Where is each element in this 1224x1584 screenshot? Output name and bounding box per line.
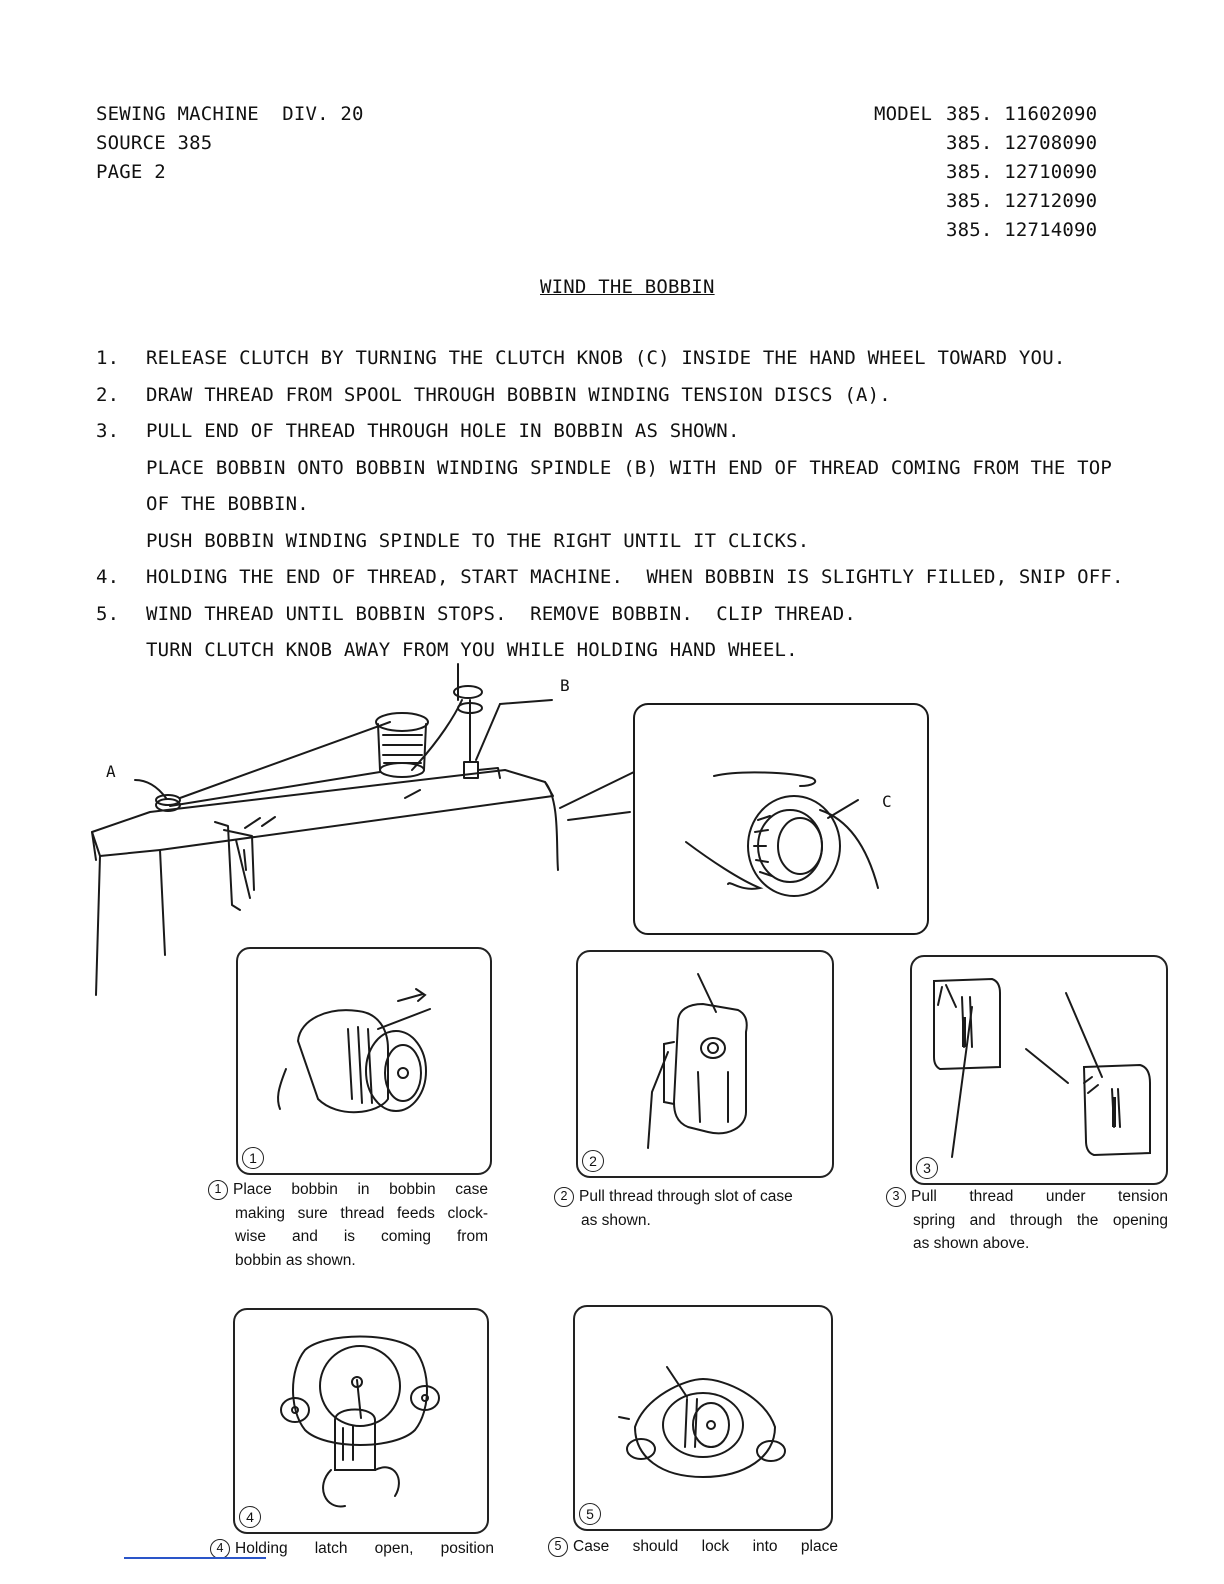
step-text: RELEASE CLUTCH BY TURNING THE CLUTCH KNO… — [146, 347, 1066, 370]
step-number: 5. — [96, 602, 120, 625]
model-number: 385. 12708090 — [946, 132, 1098, 154]
label-c: C — [882, 792, 892, 811]
step-text: OF THE BOBBIN. — [146, 493, 309, 516]
page-underline-mark — [124, 1557, 266, 1559]
step-number: 2. — [96, 383, 120, 406]
header-page: PAGE 2 — [96, 161, 166, 183]
tension-spring-illustration — [933, 977, 1151, 1158]
step-2: 2. DRAW THREAD FROM SPOOL THROUGH BOBBIN … — [96, 377, 1124, 414]
step-text: PUSH BOBBIN WINDING SPINDLE TO THE RIGHT… — [146, 529, 810, 552]
caption-number: 3 — [886, 1186, 906, 1207]
step-5: 5. WIND THREAD UNTIL BOBBIN STOPS. REMOVE… — [96, 596, 1124, 633]
panel-number: 5 — [579, 1503, 601, 1525]
step-text: WIND THREAD UNTIL BOBBIN STOPS. REMOVE B… — [146, 602, 856, 625]
model-number: 385. 12714090 — [946, 219, 1098, 241]
model-label: MODEL — [874, 103, 933, 125]
step-4: 4. HOLDING THE END OF THREAD, START MACHI… — [96, 559, 1124, 596]
step-text: HOLDING THE END OF THREAD, START MACHINE… — [146, 566, 1124, 589]
step-3: 3. PULL END OF THREAD THROUGH HOLE IN BOB… — [96, 413, 1124, 450]
bobbin-case-illustration — [277, 988, 431, 1114]
header-models: MODEL 385. 11602090 385. 12708090 385. 12… — [874, 100, 1097, 245]
panel-3: 3 — [910, 955, 1168, 1185]
caption-number: 1 — [208, 1179, 228, 1200]
panel-number: 3 — [916, 1157, 938, 1179]
instruction-steps: 1. RELEASE CLUTCH BY TURNING THE CLUTCH K… — [96, 340, 1124, 669]
header-source: SOURCE 385 — [96, 132, 213, 154]
step-1: 1. RELEASE CLUTCH BY TURNING THE CLUTCH K… — [96, 340, 1124, 377]
panel-4: 4 — [233, 1308, 489, 1534]
header-division: SEWING MACHINE DIV. 20 — [96, 103, 364, 125]
caption-number: 5 — [548, 1536, 568, 1557]
step-text: TURN CLUTCH KNOB AWAY FROM YOU WHILE HOL… — [146, 639, 798, 662]
bobbin-case-slot-illustration — [647, 973, 748, 1149]
panel-number: 1 — [242, 1147, 264, 1169]
caption-number: 4 — [210, 1538, 230, 1559]
latch-illustration — [280, 1335, 440, 1508]
step-number: 3. — [96, 420, 120, 443]
model-number: 385. 12712090 — [946, 190, 1098, 212]
step-text: PULL END OF THREAD THROUGH HOLE IN BOBBI… — [146, 420, 740, 443]
page-title: WIND THE BOBBIN — [540, 276, 715, 298]
model-number: 385. 12710090 — [946, 161, 1098, 183]
case-lock-illustration — [618, 1366, 786, 1479]
panel-2: 2 — [576, 950, 834, 1178]
panel-5: 5 — [573, 1305, 833, 1531]
step-text: PLACE BOBBIN ONTO BOBBIN WINDING SPINDLE… — [146, 456, 1113, 479]
header-left: SEWING MACHINE DIV. 20 SOURCE 385 PAGE 2 — [96, 100, 364, 187]
panel-number: 4 — [239, 1506, 261, 1528]
step-text: DRAW THREAD FROM SPOOL THROUGH BOBBIN WI… — [146, 383, 891, 406]
step-number: 1. — [96, 347, 120, 370]
step-number: 4. — [96, 566, 120, 589]
caption-number: 2 — [554, 1186, 574, 1207]
panel-number: 2 — [582, 1150, 604, 1172]
panel-1: 1 — [236, 947, 492, 1175]
model-number: 385. 11602090 — [946, 103, 1098, 125]
label-b: B — [560, 676, 570, 695]
label-a: A — [106, 762, 116, 781]
